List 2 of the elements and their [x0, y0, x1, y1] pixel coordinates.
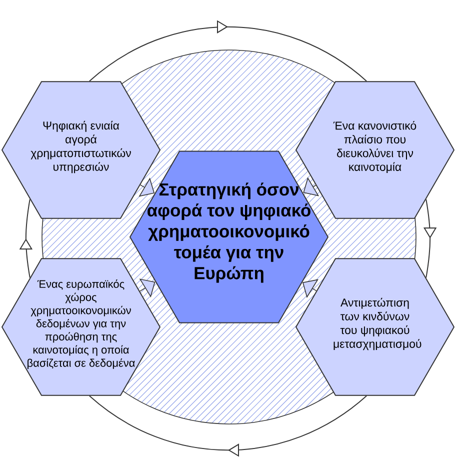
cycle-arrow [88, 20, 368, 82]
cycle-arrow [88, 395, 368, 457]
